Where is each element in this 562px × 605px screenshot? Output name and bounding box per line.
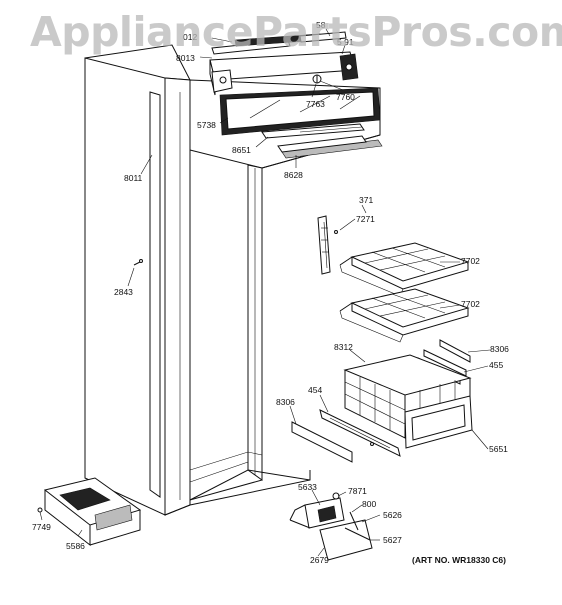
callout-5651: 5651 [489, 444, 508, 454]
callout-8306-left: 8306 [276, 397, 295, 407]
callout-7271: 7271 [356, 214, 375, 224]
callout-7749: 7749 [32, 522, 51, 532]
callout-7760: 7760 [336, 92, 355, 102]
art-number: (ART NO. WR18330 C6) [412, 555, 506, 565]
callout-7871: 7871 [348, 486, 367, 496]
callout-2843: 2843 [114, 287, 133, 297]
callout-5738: 5738 [197, 120, 216, 130]
callout-7702-lower: 7702 [461, 299, 480, 309]
leader-lines [39, 28, 491, 557]
bottom-fan-housing [37, 477, 142, 547]
light-shields [261, 123, 383, 159]
callout-5791: 5 91 [337, 37, 354, 47]
callout-58: 58 [316, 20, 326, 30]
callout-5586: 5586 [66, 541, 85, 551]
callout-012: 012 [183, 32, 197, 42]
cabinet [84, 44, 381, 516]
callout-5627: 5627 [383, 535, 402, 545]
callout-7763: 7763 [306, 99, 325, 109]
damper-assembly [289, 492, 373, 561]
callout-800: 800 [362, 499, 376, 509]
callout-8011: 8011 [124, 173, 143, 183]
callout-5626: 5626 [383, 510, 402, 520]
fasteners [133, 259, 143, 266]
callout-labels: 012 58 5 91 8013 7763 7760 5738 8651 862… [32, 20, 509, 565]
callout-5633: 5633 [298, 482, 317, 492]
callout-8651: 8651 [232, 145, 251, 155]
callout-8306-right: 8306 [490, 344, 509, 354]
callout-8312: 8312 [334, 342, 353, 352]
callout-371: 371 [359, 195, 373, 205]
top-control-housing [209, 31, 359, 96]
wire-shelf-upper [339, 242, 470, 297]
callout-2679: 2679 [310, 555, 329, 565]
shelf-support-rail [317, 215, 338, 275]
callout-8628: 8628 [284, 170, 303, 180]
display-panel [219, 87, 381, 136]
wire-basket [343, 354, 473, 449]
callout-454: 454 [308, 385, 322, 395]
callout-8013: 8013 [176, 53, 195, 63]
callout-7702-upper: 7702 [461, 256, 480, 266]
wire-shelf-lower [339, 288, 470, 343]
slide-rails-left [291, 409, 401, 463]
callout-455: 455 [489, 360, 503, 370]
